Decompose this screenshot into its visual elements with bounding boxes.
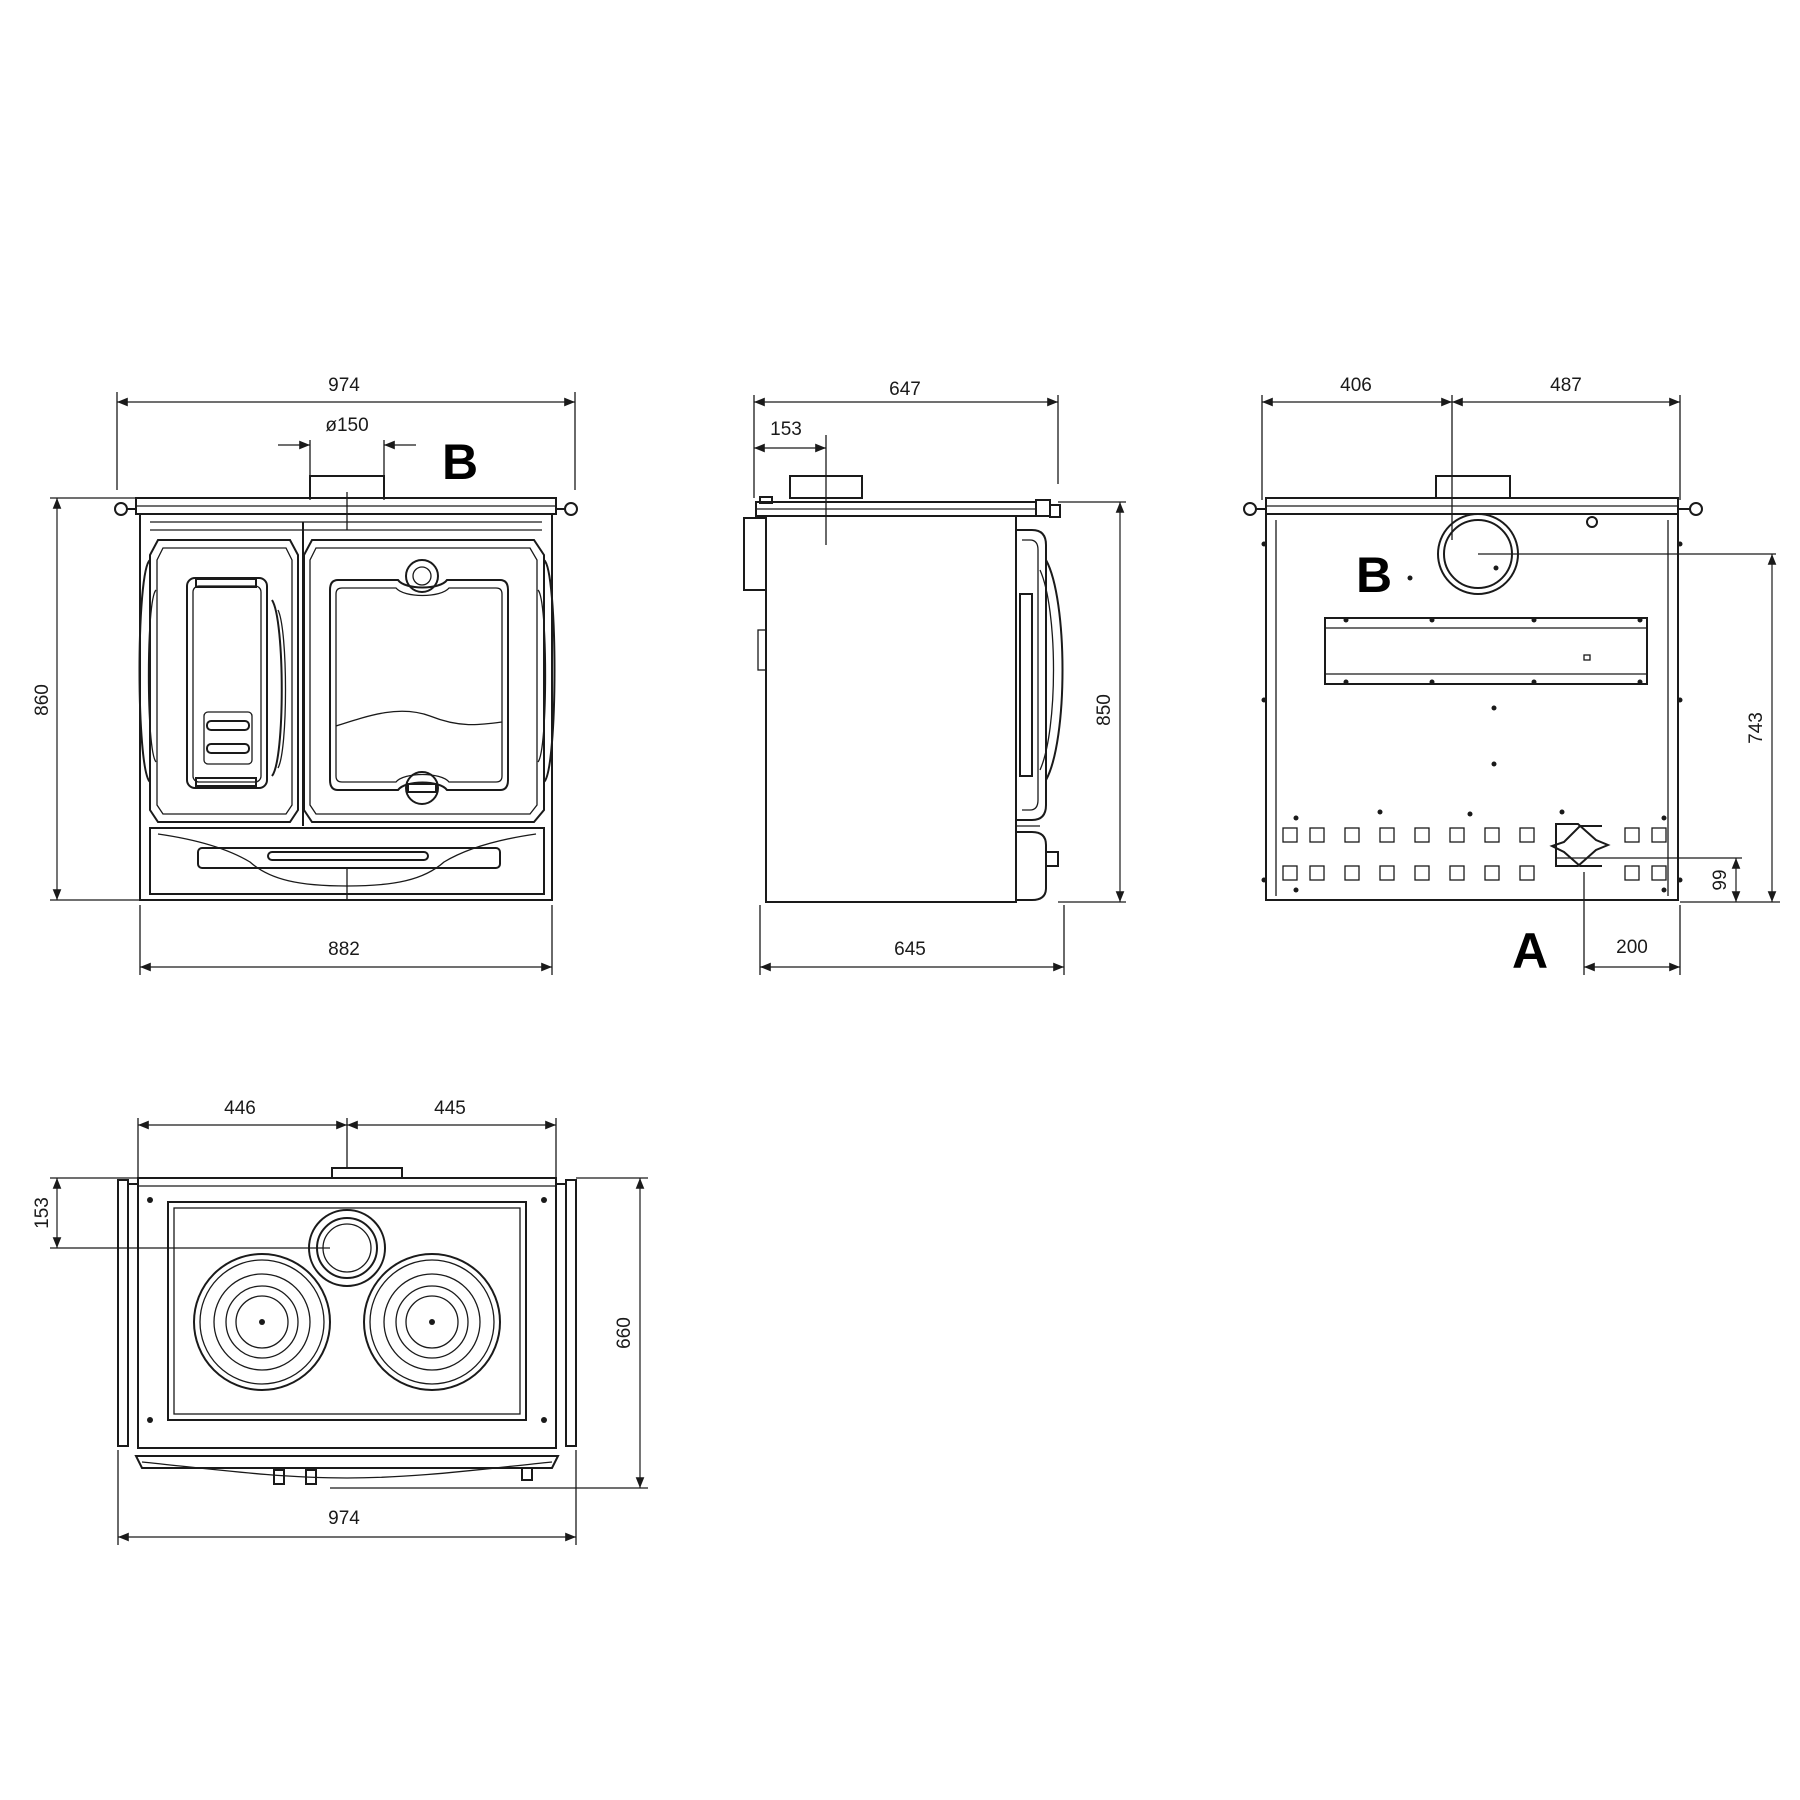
- rear-fixing-dot: [1491, 705, 1497, 711]
- hotplate-left: [193, 1253, 331, 1391]
- rear-fixing-dot: [1467, 811, 1473, 817]
- rear-vent-square: [1344, 865, 1360, 881]
- top-width-label: 974: [328, 1508, 360, 1529]
- rear-inlet-offset-label: 200: [1616, 937, 1648, 958]
- front-width-bottom-label: 882: [328, 939, 360, 960]
- rear-fixing-dot: [1429, 679, 1435, 685]
- rear-fixing-dot: [1493, 565, 1499, 571]
- rear-fixing-dot: [1491, 761, 1497, 767]
- rear-fixing-dot: [1261, 697, 1267, 703]
- rear-vent-square: [1484, 865, 1500, 881]
- top-right-half-label: 445: [434, 1098, 466, 1119]
- rear-label-a: A: [1512, 923, 1548, 979]
- rear-fixing-dot: [1429, 617, 1435, 623]
- rear-fixing-dot: [1637, 617, 1643, 623]
- rear-vent-square: [1624, 827, 1640, 843]
- rear-vent-square: [1449, 865, 1465, 881]
- rear-fixing-dot: [1293, 815, 1299, 821]
- rear-left-offset-label: 406: [1340, 375, 1372, 396]
- rear-vent-square: [1282, 827, 1298, 843]
- rear-fixing-dot: [1637, 679, 1643, 685]
- rear-fixing-dot: [1293, 887, 1299, 893]
- rear-inlet-height-label: 99: [1710, 869, 1731, 890]
- top-left-half-label: 446: [224, 1098, 256, 1119]
- rear-fixing-dot: [1343, 617, 1349, 623]
- rear-vent-square: [1379, 865, 1395, 881]
- rear-vent-square: [1309, 827, 1325, 843]
- rear-vent-square: [1484, 827, 1500, 843]
- side-depth-bottom-label: 645: [894, 939, 926, 960]
- rear-fixing-dot: [1677, 541, 1683, 547]
- top-view: 446 445: [32, 1098, 648, 1545]
- rear-vent-square: [1282, 865, 1298, 881]
- rear-fixing-dot: [1531, 679, 1537, 685]
- rear-vent-square: [1309, 865, 1325, 881]
- top-flue-offset-label: 153: [32, 1197, 53, 1229]
- rear-fixing-dot: [1661, 815, 1667, 821]
- rear-vent-square: [1519, 827, 1535, 843]
- rear-view: 406 487 B 200 A: [1243, 375, 1780, 979]
- side-flue-offset-label: 153: [770, 419, 802, 440]
- rear-vent-square: [1449, 827, 1465, 843]
- hotplate-right: [363, 1253, 501, 1391]
- rear-fixing-dot: [1343, 679, 1349, 685]
- rear-flue-height-label: 743: [1746, 712, 1767, 744]
- rear-fixing-dot: [1677, 877, 1683, 883]
- rear-vent-square: [1624, 865, 1640, 881]
- rear-fixing-dot: [1407, 575, 1413, 581]
- rear-vent-square: [1414, 865, 1430, 881]
- front-view: 974 ø150 B: [32, 375, 578, 975]
- top-depth-label: 660: [614, 1317, 635, 1349]
- rear-fixing-dot: [1261, 877, 1267, 883]
- rear-vent-square: [1519, 865, 1535, 881]
- side-view: 647 153 850 645: [743, 379, 1126, 975]
- rear-fixing-dot: [1531, 617, 1537, 623]
- side-depth-top-label: 647: [889, 379, 921, 400]
- rear-right-offset-label: 487: [1550, 375, 1582, 396]
- side-height-label: 850: [1094, 694, 1115, 726]
- rear-vent-square: [1344, 827, 1360, 843]
- rear-fixing-dot: [1661, 887, 1667, 893]
- front-width-top-label: 974: [328, 375, 360, 396]
- rear-fixing-dot: [1677, 697, 1683, 703]
- front-label-b: B: [442, 434, 478, 490]
- front-height-label: 860: [32, 684, 53, 716]
- rear-vent-square: [1379, 827, 1395, 843]
- rear-fixing-dot: [1377, 809, 1383, 815]
- rear-vent-square: [1651, 827, 1667, 843]
- rear-vent-square: [1414, 827, 1430, 843]
- rear-fixing-dot: [1559, 809, 1565, 815]
- rear-label-b: B: [1356, 547, 1392, 603]
- rear-fixing-dot: [1261, 541, 1267, 547]
- front-flue-diameter-label: ø150: [325, 415, 368, 436]
- rear-vent-square: [1651, 865, 1667, 881]
